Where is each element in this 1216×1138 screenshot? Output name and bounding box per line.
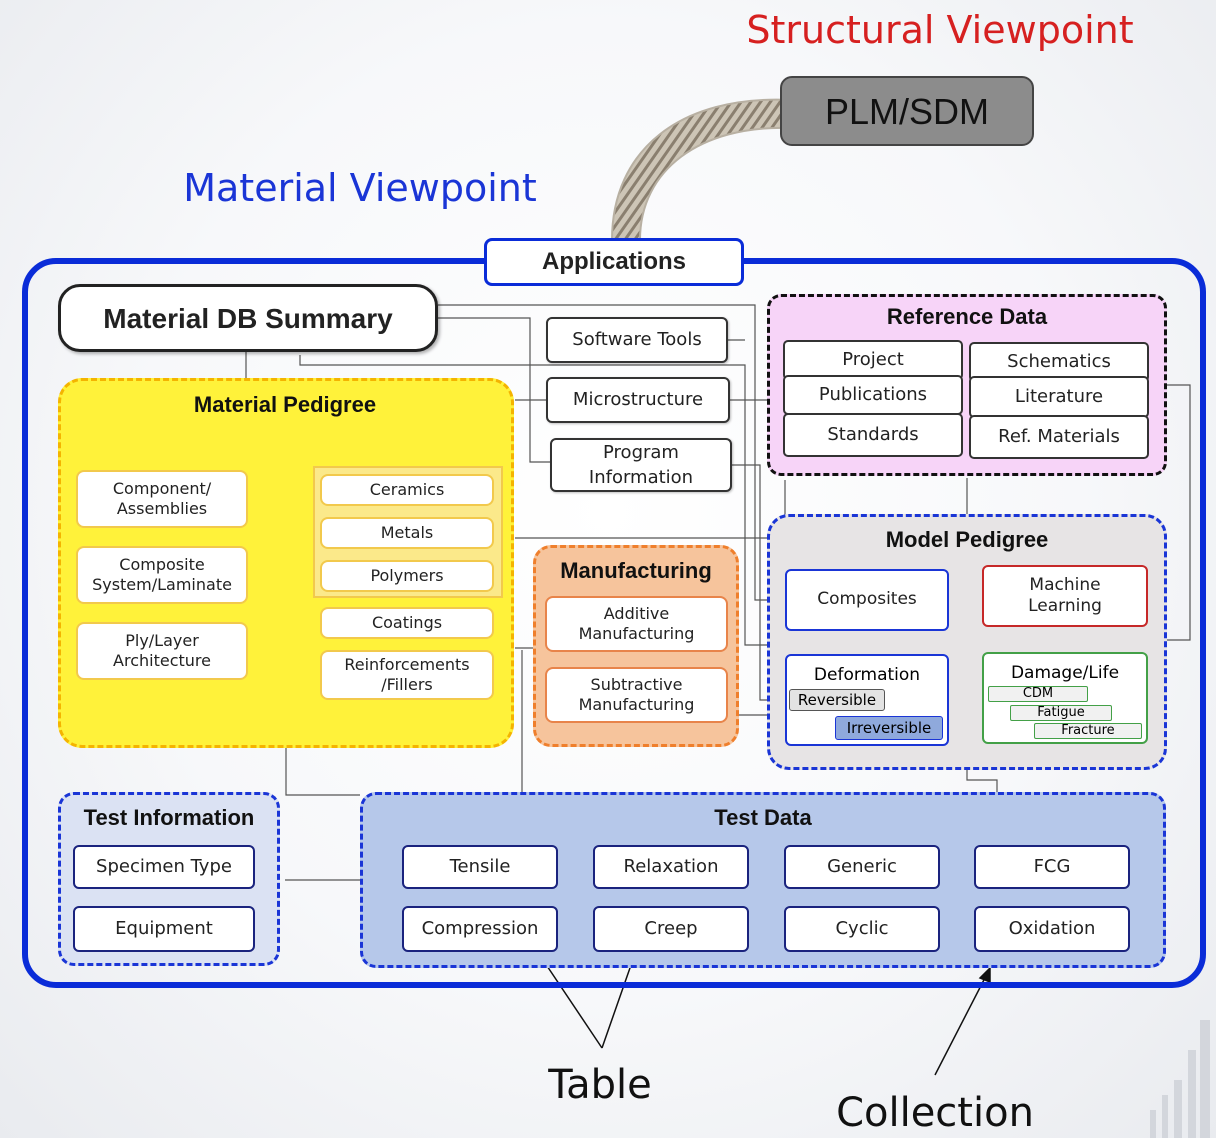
equipment-box[interactable]: Equipment: [73, 906, 255, 952]
project-label: Project: [842, 348, 904, 370]
tensile-box[interactable]: Tensile: [402, 845, 558, 889]
metals-box[interactable]: Metals: [320, 517, 494, 549]
composites-label: Composites: [817, 589, 917, 610]
deformation-box[interactable]: Deformation Reversible Irreversible: [785, 654, 949, 746]
ref-materials-label: Ref. Materials: [998, 425, 1120, 447]
model-pedigree-title: Model Pedigree: [885, 527, 1049, 552]
tensile-label: Tensile: [449, 855, 511, 877]
ply-layer-label: Ply/Layer Architecture: [113, 631, 211, 670]
deformation-label: Deformation: [813, 665, 921, 685]
literature-label: Literature: [1014, 385, 1104, 407]
oxidation-box[interactable]: Oxidation: [974, 906, 1130, 952]
material-pedigree-title: Material Pedigree: [193, 392, 377, 417]
additive-manufacturing-label: Additive Manufacturing: [578, 604, 695, 643]
material-db-summary-box[interactable]: Material DB Summary: [58, 284, 438, 352]
project-box[interactable]: Project: [783, 340, 963, 380]
literature-box[interactable]: Literature: [969, 376, 1149, 418]
polymers-box[interactable]: Polymers: [320, 560, 494, 592]
standards-box[interactable]: Standards: [783, 413, 963, 457]
damage-life-box[interactable]: Damage/Life CDM Fatigue Fracture: [982, 652, 1148, 744]
schematics-label: Schematics: [1007, 350, 1111, 372]
metals-label: Metals: [380, 523, 434, 542]
ply-layer-box[interactable]: Ply/Layer Architecture: [76, 622, 248, 680]
irreversible-tag[interactable]: Irreversible: [835, 716, 943, 740]
plm-sdm-box[interactable]: PLM/SDM: [780, 76, 1034, 146]
relaxation-label: Relaxation: [623, 855, 719, 877]
table-annotation: Table: [548, 1062, 652, 1108]
plm-sdm-label: PLM/SDM: [824, 90, 990, 132]
fcg-label: FCG: [1033, 855, 1071, 877]
component-assemblies-label: Component/ Assemblies: [112, 479, 212, 518]
ceramics-label: Ceramics: [369, 480, 445, 499]
generic-box[interactable]: Generic: [784, 845, 940, 889]
microstructure-label: Microstructure: [572, 388, 704, 410]
oxidation-label: Oxidation: [1008, 917, 1096, 939]
publications-box[interactable]: Publications: [783, 375, 963, 415]
reinforcements-label: Reinforcements /Fillers: [344, 655, 470, 694]
manufacturing-title: Manufacturing: [560, 558, 712, 583]
cyclic-box[interactable]: Cyclic: [784, 906, 940, 952]
material-db-summary-label: Material DB Summary: [103, 302, 393, 334]
software-tools-label: Software Tools: [572, 328, 702, 350]
creep-label: Creep: [644, 917, 698, 939]
machine-learning-box[interactable]: Machine Learning: [982, 565, 1148, 627]
structural-viewpoint-label: Structural Viewpoint: [746, 8, 1134, 52]
coatings-box[interactable]: Coatings: [320, 607, 494, 639]
generic-label: Generic: [827, 855, 897, 877]
coatings-label: Coatings: [371, 613, 443, 632]
test-data-title: Test Data: [714, 805, 812, 830]
fracture-tag[interactable]: Fracture: [1034, 723, 1142, 739]
additive-manufacturing-box[interactable]: Additive Manufacturing: [545, 596, 728, 652]
compression-label: Compression: [421, 917, 539, 939]
microstructure-box[interactable]: Microstructure: [546, 377, 730, 423]
applications-label: Applications: [541, 248, 686, 275]
applications-box[interactable]: Applications: [484, 238, 744, 286]
cyclic-label: Cyclic: [835, 917, 889, 939]
subtractive-manufacturing-box[interactable]: Subtractive Manufacturing: [545, 667, 728, 723]
schematics-box[interactable]: Schematics: [969, 342, 1149, 382]
composite-system-box[interactable]: Composite System/Laminate: [76, 546, 248, 604]
reference-data-title: Reference Data: [886, 304, 1048, 329]
relaxation-box[interactable]: Relaxation: [593, 845, 749, 889]
composite-system-label: Composite System/Laminate: [92, 555, 232, 594]
program-information-box[interactable]: Program Information: [550, 438, 732, 492]
software-tools-box[interactable]: Software Tools: [546, 317, 728, 363]
collection-annotation: Collection: [836, 1090, 1034, 1136]
structural-link-arch: [610, 98, 791, 241]
reversible-tag[interactable]: Reversible: [789, 689, 885, 711]
publications-label: Publications: [818, 383, 928, 405]
polymers-label: Polymers: [370, 566, 444, 585]
specimen-type-label: Specimen Type: [96, 855, 232, 877]
composites-box[interactable]: Composites: [785, 569, 949, 631]
compression-box[interactable]: Compression: [402, 906, 558, 952]
ref-materials-box[interactable]: Ref. Materials: [969, 415, 1149, 459]
component-assemblies-box[interactable]: Component/ Assemblies: [76, 470, 248, 528]
damage-life-label: Damage/Life: [1010, 663, 1120, 683]
machine-learning-label: Machine Learning: [1028, 574, 1102, 616]
standards-label: Standards: [827, 423, 919, 445]
cdm-tag[interactable]: CDM: [988, 686, 1088, 702]
equipment-label: Equipment: [115, 917, 213, 939]
fatigue-tag[interactable]: Fatigue: [1010, 705, 1112, 721]
test-information-title: Test Information: [83, 805, 255, 830]
reinforcements-box[interactable]: Reinforcements /Fillers: [320, 650, 494, 700]
specimen-type-box[interactable]: Specimen Type: [73, 845, 255, 889]
creep-box[interactable]: Creep: [593, 906, 749, 952]
material-viewpoint-label: Material Viewpoint: [183, 166, 537, 210]
fcg-box[interactable]: FCG: [974, 845, 1130, 889]
subtractive-manufacturing-label: Subtractive Manufacturing: [578, 675, 695, 714]
ceramics-box[interactable]: Ceramics: [320, 474, 494, 506]
program-information-label: Program Information: [588, 441, 694, 488]
